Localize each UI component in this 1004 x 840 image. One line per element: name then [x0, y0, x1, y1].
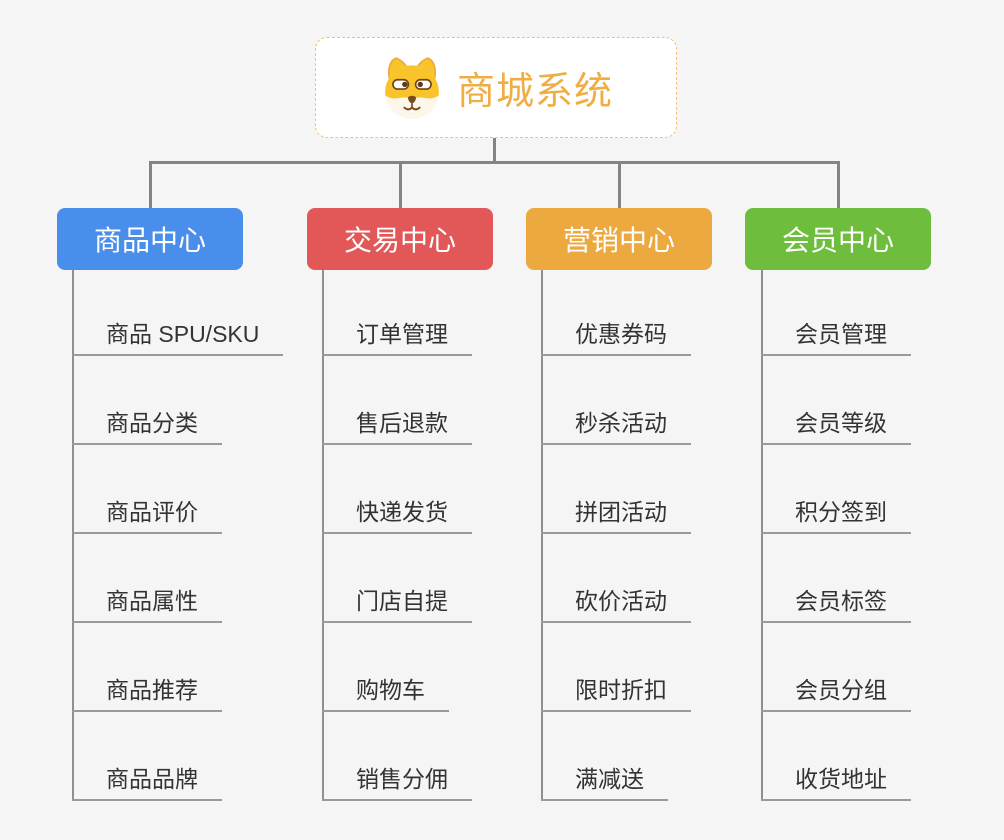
node-item[interactable]: 收货地址	[761, 761, 911, 801]
branch-header-member[interactable]: 会员中心	[745, 208, 931, 270]
branch-trunk-trade	[322, 270, 324, 801]
branch-header-trade[interactable]: 交易中心	[307, 208, 493, 270]
node-item[interactable]: 秒杀活动	[541, 405, 691, 445]
connector-drop-member	[837, 161, 840, 208]
node-item[interactable]: 商品推荐	[72, 672, 222, 712]
node-item[interactable]: 限时折扣	[541, 672, 691, 712]
connector-horizontal-bar	[149, 161, 840, 164]
node-item[interactable]: 拼团活动	[541, 494, 691, 534]
node-item[interactable]: 会员标签	[761, 583, 911, 623]
branch-trunk-member	[761, 270, 763, 801]
node-item[interactable]: 商品 SPU/SKU	[72, 316, 284, 356]
branch-trunk-marketing	[541, 270, 543, 801]
node-item[interactable]: 门店自提	[322, 583, 472, 623]
connector-drop-goods	[149, 161, 152, 208]
connector-root-stem	[493, 138, 496, 164]
branch-header-marketing[interactable]: 营销中心	[526, 208, 712, 270]
node-item[interactable]: 快递发货	[322, 494, 472, 534]
dog-icon	[379, 55, 445, 121]
node-item[interactable]: 商品分类	[72, 405, 222, 445]
node-item[interactable]: 会员等级	[761, 405, 911, 445]
node-item[interactable]: 售后退款	[322, 405, 472, 445]
node-item[interactable]: 会员管理	[761, 316, 911, 356]
connector-drop-trade	[399, 161, 402, 208]
root-node[interactable]: 商城系统	[315, 37, 677, 138]
branch-trunk-goods	[72, 270, 74, 801]
connector-drop-marketing	[618, 161, 621, 208]
node-item[interactable]: 会员分组	[761, 672, 911, 712]
node-item[interactable]: 商品评价	[72, 494, 222, 534]
node-item[interactable]: 商品属性	[72, 583, 222, 623]
node-item[interactable]: 优惠券码	[541, 316, 691, 356]
node-item[interactable]: 订单管理	[322, 316, 472, 356]
node-item[interactable]: 积分签到	[761, 494, 911, 534]
branch-header-goods[interactable]: 商品中心	[57, 208, 243, 270]
node-item[interactable]: 销售分佣	[322, 761, 472, 801]
root-title: 商城系统	[456, 71, 613, 113]
node-item[interactable]: 购物车	[322, 672, 449, 712]
node-item[interactable]: 砍价活动	[541, 583, 691, 623]
node-item[interactable]: 满减送	[541, 761, 668, 801]
node-item[interactable]: 商品品牌	[72, 761, 222, 801]
